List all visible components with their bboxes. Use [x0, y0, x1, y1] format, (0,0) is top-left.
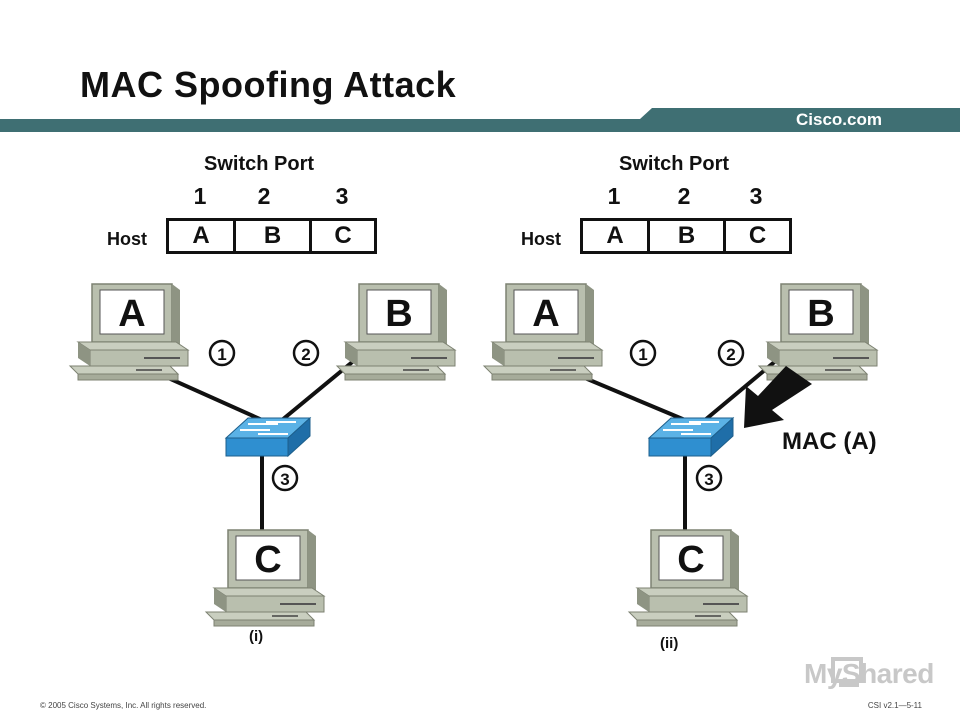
port-number: 1 [607, 183, 621, 209]
spoof-arrow-icon [744, 366, 812, 428]
header-banner [0, 108, 960, 132]
host-cell: C [334, 222, 352, 249]
host-table: A B C [166, 218, 377, 254]
port-number: 1 [193, 183, 207, 209]
computer-label: A [118, 293, 145, 335]
port-number: 3 [749, 183, 763, 209]
computer-label: B [385, 293, 412, 335]
port-number: 3 [335, 183, 349, 209]
watermark-text: MyShared [804, 658, 934, 689]
link-number: 2 [301, 345, 310, 364]
host-label: Host [107, 229, 147, 249]
switch-icon [225, 417, 311, 457]
link-number: 1 [217, 345, 226, 364]
host-cell: A [169, 221, 236, 251]
switch-icon [648, 417, 734, 457]
host-table: A B C [580, 218, 792, 254]
computer-label: B [807, 293, 834, 335]
watermark-logo-icon [831, 657, 863, 687]
host-cell: A [583, 221, 650, 251]
link-line [280, 352, 364, 422]
host-label: Host [521, 229, 561, 249]
computer-label: C [254, 539, 281, 581]
panel-caption: (ii) [660, 635, 679, 652]
host-cell: C [748, 222, 767, 249]
port-number: 2 [257, 183, 271, 209]
host-cell: B [650, 221, 726, 251]
brand-label: Cisco.com [796, 110, 882, 129]
switch-port-label: Switch Port [619, 153, 730, 175]
computer-label: A [532, 293, 559, 335]
link-line [703, 352, 786, 422]
mac-annotation: MAC (A) [782, 428, 877, 455]
panel-caption: (i) [249, 628, 264, 645]
slide-title: MAC Spoofing Attack [80, 64, 457, 105]
link-number: 1 [638, 345, 647, 364]
link-number: 3 [280, 470, 289, 489]
computer-label: C [677, 539, 704, 581]
link-number: 2 [726, 345, 735, 364]
slide-id-text: CSI v2.1—5-11 [867, 701, 922, 710]
link-number: 3 [704, 470, 713, 489]
switch-port-label: Switch Port [204, 153, 315, 175]
port-number: 2 [677, 183, 691, 209]
host-cell: B [236, 221, 312, 251]
copyright-text: © 2005 Cisco Systems, Inc. All rights re… [40, 701, 207, 710]
